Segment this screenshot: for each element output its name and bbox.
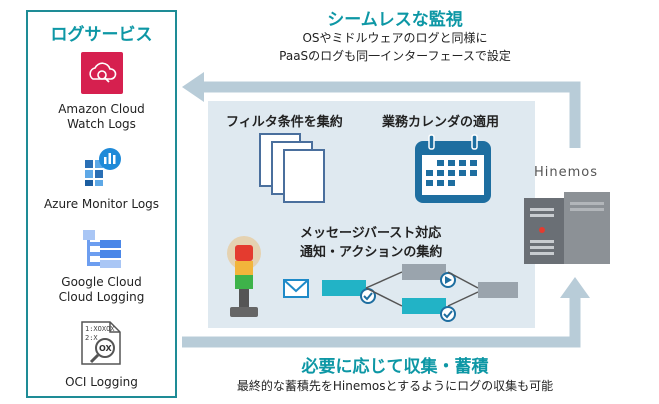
cloud-logging-label-2: Cloud Logging (58, 290, 145, 304)
bottom-flow-arrowhead (560, 277, 590, 298)
svg-text:OX: OX (99, 344, 113, 353)
signal-tower-icon (227, 236, 261, 317)
azure-monitor-label: Azure Monitor Logs (43, 197, 160, 211)
cloud-logging-label-1: Google Cloud (61, 275, 142, 289)
top-flow-line1: OSやミドルウェアのログと同様に (302, 31, 488, 45)
oci-icon-text-1: 1:XOXOX (85, 325, 115, 333)
notification-flow (283, 264, 518, 322)
oci-logging-label: OCI Logging (65, 375, 138, 389)
oci-icon-text-2: 2:X (85, 334, 98, 342)
bottom-flow-heading: 必要に応じて収集・蓄積 (301, 357, 489, 377)
top-flow-arrow (198, 81, 581, 148)
log-services-title: ログサービス (50, 25, 153, 45)
documents-icon (259, 133, 325, 203)
top-flow-heading: シームレスな監視 (327, 10, 463, 30)
flow-node (402, 298, 446, 314)
notification-label: 通知・アクションの集約 (300, 245, 443, 260)
cloud-logging-icon (82, 230, 121, 268)
bottom-flow-arrow (182, 296, 581, 348)
filter-label: フィルタ条件を集約 (226, 115, 343, 130)
message-burst-label: メッセージバースト対応 (300, 226, 442, 241)
log-services-panel: ログサービス Amazon Cloud Watch Logs Azure Mon… (26, 10, 177, 398)
hinemos-label: Hinemos (533, 165, 598, 180)
cloudwatch-label-2: Watch Logs (67, 117, 136, 131)
flow-node (478, 282, 518, 298)
calendar-label: 業務カレンダの適用 (382, 115, 500, 130)
azure-monitor-icon (84, 148, 121, 186)
calendar-icon (415, 134, 491, 203)
top-flow-line2: PaaSのログも同一インターフェースで設定 (279, 49, 511, 63)
flow-node (322, 280, 366, 296)
hinemos-server-icon (524, 192, 610, 264)
bottom-flow-line1: 最終的な蓄積先をHinemosとするようにログの収集も可能 (236, 379, 554, 393)
oci-logging-icon: 1:XOXOX 2:X OX (80, 321, 121, 365)
top-flow-arrowhead (182, 72, 204, 102)
flow-node (402, 264, 446, 280)
cloudwatch-label-1: Amazon Cloud (58, 102, 145, 116)
cloudwatch-logs-icon (80, 52, 123, 94)
